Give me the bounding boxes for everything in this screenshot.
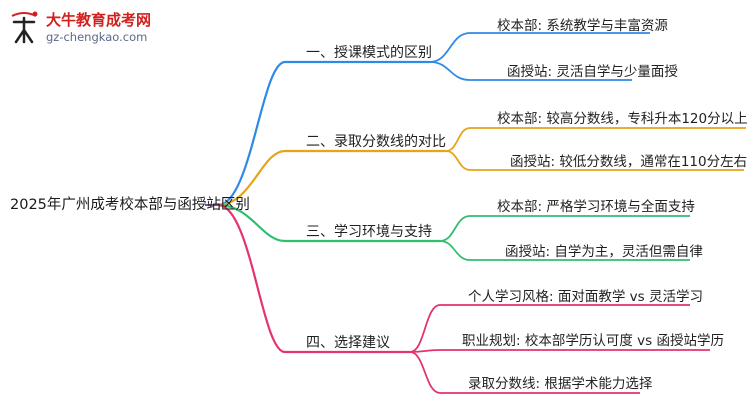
branch-4-leaf-3: 录取分数线: 根据学术能力选择: [468, 376, 653, 392]
branch-2-leaf-2: 函授站: 较低分数线，通常在110分左右: [510, 154, 748, 170]
branch-3-leaf-1-link: [439, 215, 471, 242]
branch-2-leaf-2-link: [445, 150, 471, 171]
branch-1-leaf-2: 函授站: 灵活自学与少量面授: [507, 64, 678, 80]
logo-url: gz-chengkao.com: [46, 30, 148, 44]
branch-3-leaf-1: 校本部: 严格学习环境与全面支持: [497, 199, 695, 215]
branch-4-leaf-1: 个人学习风格: 面对面教学 vs 灵活学习: [468, 289, 703, 305]
branch-4-leaf-1-link: [409, 304, 441, 353]
logo-brand-name: 大牛教育成考网: [46, 11, 152, 29]
branch-3-label: 三、学习环境与支持: [306, 224, 432, 240]
branch-1-link: [217, 60, 286, 207]
branch-3-link: [217, 203, 286, 243]
branch-1-leaf-1: 校本部: 系统教学与丰富资源: [497, 18, 668, 34]
branch-3-leaf-2: 函授站: 自学为主，灵活但需自律: [505, 244, 703, 260]
branch-1-leaf-1-link: [429, 32, 471, 63]
branch-1-label: 一、授课模式的区别: [306, 45, 432, 61]
mindmap-root: 2025年广州成考校本部与函授站区别: [10, 197, 250, 213]
branch-2-link: [217, 149, 286, 207]
brand-logo: 大牛教育成考网 gz-chengkao.com: [6, 6, 186, 52]
branch-4-leaf-3-link: [409, 351, 441, 394]
branch-4-link: [217, 203, 286, 354]
branch-1-leaf-2-link: [429, 61, 471, 81]
logo-mark-icon: [11, 11, 38, 44]
branch-2-leaf-1-link: [445, 127, 471, 152]
branch-3-leaf-2-link: [439, 240, 471, 261]
branch-4-leaf-2: 职业规划: 校本部学历认可度 vs 函授站学历: [462, 333, 724, 349]
branch-2-leaf-1: 校本部: 较高分数线，专科升本120分以上: [497, 111, 748, 127]
branch-4-label: 四、选择建议: [306, 335, 390, 351]
branch-2-label: 二、录取分数线的对比: [306, 134, 446, 150]
